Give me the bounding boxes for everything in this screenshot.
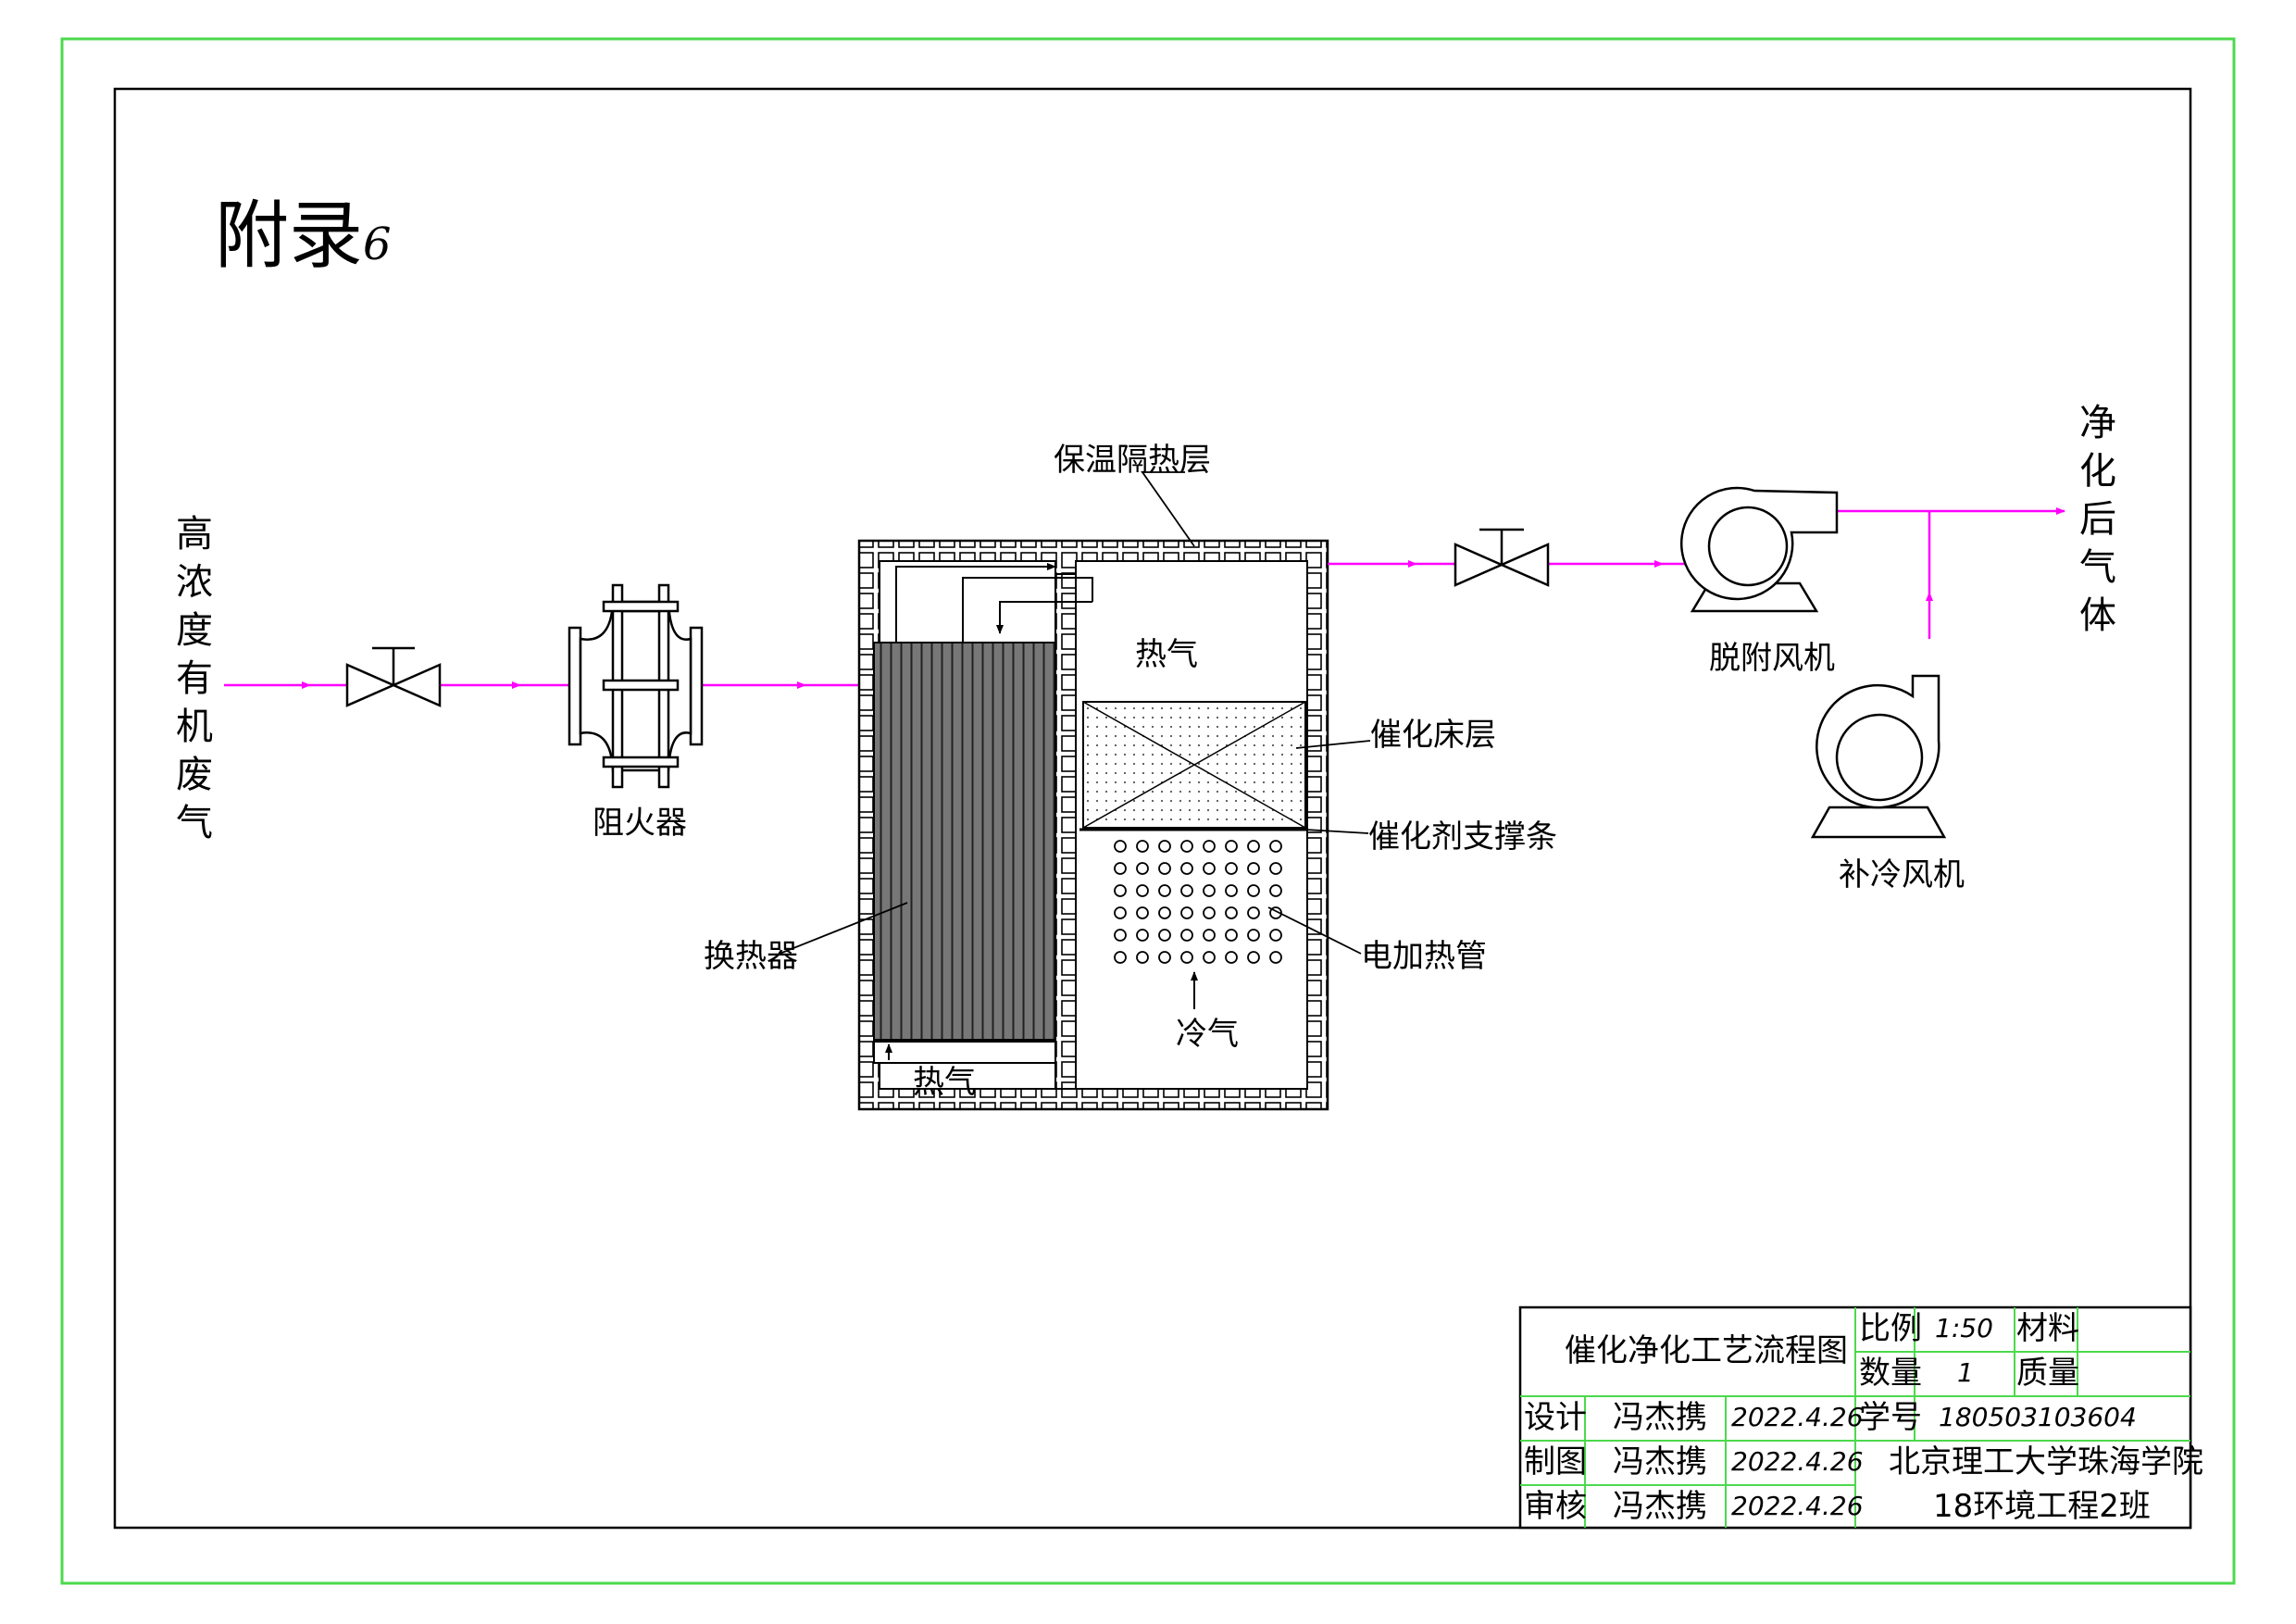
flame-arrester	[568, 583, 704, 789]
internal-flow-arrows	[885, 563, 1198, 1060]
drawn-date: 2022.4.26	[1731, 1446, 1864, 1477]
leader-lines	[779, 471, 1371, 955]
title-block: 催化净化工艺流程图 比例 1:50 材料 数量 1 质量 设计 制图 审核 冯杰…	[1518, 1305, 2203, 1530]
svg-text:体: 体	[2079, 594, 2116, 637]
quantity-label: 数量	[1859, 1355, 1922, 1392]
mass-label: 质量	[2016, 1355, 2079, 1392]
drawing-name: 催化净化工艺流程图	[1565, 1332, 1848, 1369]
review-label: 审核	[1524, 1488, 1587, 1525]
drawn-label: 制图	[1524, 1443, 1587, 1480]
heater-tubes	[1114, 840, 1282, 964]
drafter-name: 冯杰携	[1613, 1443, 1707, 1480]
scale-label: 比例	[1859, 1310, 1922, 1347]
catalyst-bed-label: 催化床层	[1370, 717, 1496, 754]
review-date: 2022.4.26	[1731, 1491, 1864, 1521]
heater-label: 电加热管	[1361, 938, 1487, 975]
quantity-value: 1	[1957, 1357, 1974, 1388]
page-heading: 附录	[215, 193, 363, 279]
svg-text:度: 度	[176, 609, 213, 652]
school-name: 北京理工大学珠海学院	[1889, 1443, 2203, 1480]
catalyst-support-label: 催化剂支撑条	[1368, 818, 1557, 856]
outlet-label: 净 化 后 气 体	[2079, 402, 2116, 637]
svg-text:浓: 浓	[176, 561, 213, 604]
svg-text:净: 净	[2079, 402, 2116, 444]
flame-arrester-label: 阻火器	[593, 805, 687, 842]
svg-text:化: 化	[2079, 450, 2116, 493]
design-date: 2022.4.26	[1731, 1402, 1864, 1432]
desorption-fan	[1679, 486, 1839, 613]
hot-gas-top-label: 热气	[1135, 636, 1198, 673]
designer-name: 冯杰携	[1613, 1399, 1707, 1436]
svg-text:高: 高	[176, 513, 213, 556]
desorption-fan-label: 脱附风机	[1709, 640, 1835, 677]
svg-text:后: 后	[2079, 498, 2116, 541]
inlet-valve	[345, 646, 442, 707]
student-id: 180503103604	[1939, 1402, 2137, 1432]
inner-frame	[113, 87, 2192, 1530]
catalytic-reactor	[857, 539, 1329, 1111]
reviewer-name: 冯杰携	[1613, 1488, 1707, 1525]
class-name: 18环境工程2班	[1933, 1488, 2151, 1525]
svg-text:气: 气	[176, 802, 213, 844]
outlet-flow-line	[1328, 507, 2065, 639]
material-label: 材料	[2016, 1310, 2079, 1347]
design-label: 设计	[1524, 1399, 1587, 1436]
heat-exchanger-label: 换热器	[704, 938, 798, 975]
cooling-fan-label: 补冷风机	[1839, 856, 1965, 893]
inlet-label: 高 浓 度 有 机 废 气	[176, 513, 213, 844]
student-id-label: 学号	[1859, 1399, 1922, 1436]
outer-frame	[60, 37, 2236, 1585]
heat-exchanger-bundle	[873, 642, 1056, 1042]
outlet-valve	[1454, 528, 1550, 587]
svg-text:机: 机	[176, 706, 213, 748]
insulation-label: 保温隔热层	[1054, 442, 1211, 479]
svg-text:有: 有	[176, 657, 213, 700]
cooling-fan	[1810, 674, 1947, 839]
scale-value: 1:50	[1935, 1313, 1993, 1343]
svg-text:气: 气	[2079, 546, 2116, 589]
cold-gas-label: 冷气	[1176, 1016, 1239, 1053]
hot-gas-bottom-label: 热气	[913, 1064, 976, 1101]
svg-text:废: 废	[176, 754, 213, 796]
page-heading-suffix: 6	[363, 219, 392, 270]
